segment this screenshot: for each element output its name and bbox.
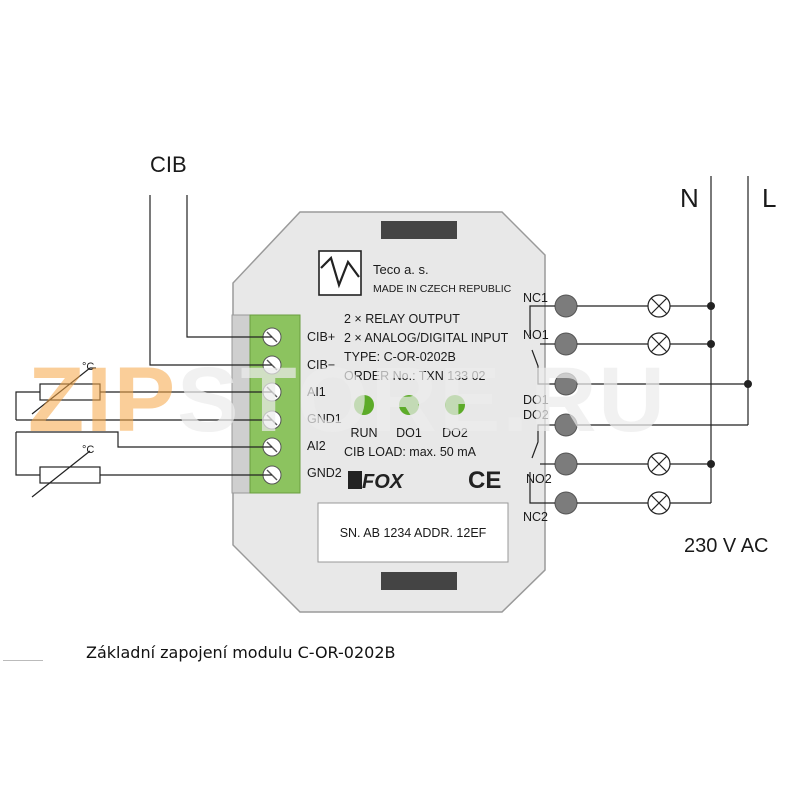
terminal-label-ai2: AI2 bbox=[307, 439, 326, 453]
terminal-no2 bbox=[554, 452, 578, 476]
terminal-nc2 bbox=[554, 491, 578, 515]
watermark: ZIPSTORE.RU bbox=[28, 348, 667, 453]
led-do2 bbox=[445, 395, 465, 415]
terminal-label-nc2: NC2 bbox=[523, 510, 548, 524]
lamp-icon bbox=[647, 332, 671, 356]
lamp-icon bbox=[647, 452, 671, 476]
wire-junctions bbox=[707, 302, 752, 468]
voltage-label: 230 V AC bbox=[684, 535, 769, 557]
terminal-label-do2: DO2 bbox=[523, 408, 549, 422]
terminal-label-cib-minus: CIB− bbox=[307, 358, 335, 372]
sensor1-wires bbox=[15, 391, 272, 421]
watermark-part-2: STORE.RU bbox=[177, 349, 667, 451]
sensor2-wires bbox=[15, 431, 272, 476]
cib-wires bbox=[149, 195, 272, 366]
spec-line-1: 2 × RELAY OUTPUT bbox=[344, 312, 460, 326]
terminal-label-cib-plus: CIB+ bbox=[307, 330, 335, 344]
temp-unit-2: °C bbox=[82, 444, 94, 456]
relay-contacts bbox=[529, 305, 555, 504]
terminal-label-ai1: AI1 bbox=[307, 385, 326, 399]
terminal-label-no2: NO2 bbox=[526, 472, 552, 486]
order-text: ORDER No.: TXN 133 02 bbox=[344, 369, 486, 383]
fox-logo: FOX bbox=[362, 471, 405, 493]
type-text: TYPE: C-OR-0202B bbox=[344, 350, 456, 364]
terminal-label-do1: DO1 bbox=[523, 393, 549, 407]
top-mounting-tab bbox=[381, 221, 457, 239]
terminal-label-gnd1: GND1 bbox=[307, 412, 342, 426]
teco-logo bbox=[318, 250, 362, 296]
thermistor-2-arrow bbox=[31, 450, 91, 498]
serial-text: SN. AB 1234 ADDR. 12EF bbox=[340, 526, 487, 540]
divider bbox=[3, 660, 43, 661]
thermistor-1-arrow bbox=[31, 367, 91, 415]
terminal-nc1 bbox=[554, 294, 578, 318]
lamp-icon bbox=[647, 491, 671, 515]
led-do1 bbox=[399, 395, 419, 415]
cib-load-text: CIB LOAD: max. 50 mA bbox=[344, 445, 477, 459]
manufacturer-text: Teco a. s. bbox=[373, 262, 429, 277]
led-label: DO1 bbox=[396, 426, 422, 440]
live-label: L bbox=[762, 183, 776, 213]
lamp-icon bbox=[647, 294, 671, 318]
thermistor-2 bbox=[39, 466, 101, 484]
temp-unit-1: °C bbox=[82, 361, 94, 373]
teco-logo-wave bbox=[320, 255, 360, 289]
spec-line-2: 2 × ANALOG/DIGITAL INPUT bbox=[344, 331, 509, 345]
bottom-mounting-tab bbox=[381, 572, 457, 590]
led-run bbox=[354, 395, 374, 415]
terminal-label-no1: NO1 bbox=[523, 328, 549, 342]
cib-label: CIB bbox=[150, 152, 187, 177]
ce-mark: CE bbox=[468, 467, 501, 494]
terminal-label-nc1: NC1 bbox=[523, 291, 548, 305]
made-in-text: MADE IN CZECH REPUBLIC bbox=[373, 283, 512, 295]
caption: Základní zapojení modulu C-OR-0202B bbox=[86, 643, 396, 662]
led-label: RUN bbox=[350, 426, 377, 440]
neutral-label: N bbox=[680, 183, 699, 213]
serial-label bbox=[317, 502, 509, 563]
fox-logo-mark bbox=[348, 471, 362, 489]
lamps bbox=[647, 294, 671, 515]
watermark-part-1: ZIP bbox=[28, 349, 178, 451]
terminal-label-gnd2: GND2 bbox=[307, 466, 342, 480]
led-label: DO2 bbox=[442, 426, 468, 440]
